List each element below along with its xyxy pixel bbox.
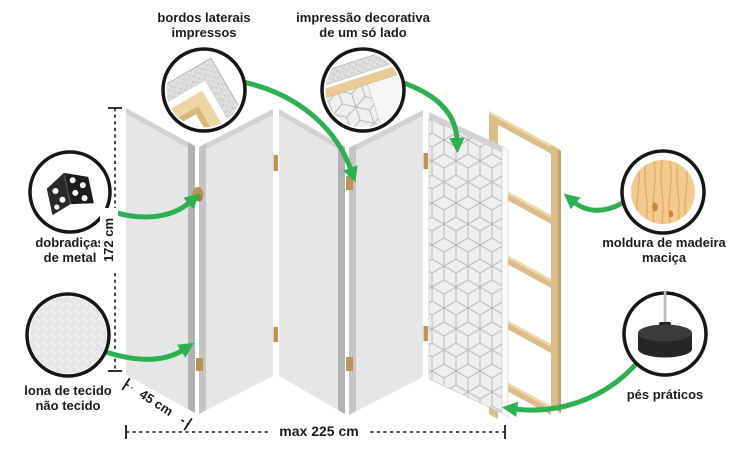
panel-4 (349, 110, 423, 415)
label-hinges-line1: dobradiças (35, 235, 105, 250)
label-feet-line1: pés práticos (626, 387, 704, 402)
hinge-icon (46, 172, 94, 216)
label-wood-frame: moldura de madeira maciça (578, 235, 750, 266)
callout-hinges-circle (28, 150, 112, 234)
fabric-texture-icon (29, 296, 107, 374)
dimension-max-width: max 225 cm (268, 423, 370, 440)
callout-arrows (99, 79, 640, 417)
callout-decor-print-circle (320, 47, 406, 133)
label-printed-edges-line1: bordos laterais (157, 10, 251, 25)
label-canvas: lona de tecido não tecido (2, 383, 134, 414)
label-decor-print-line1: impressão decorativa (296, 10, 430, 25)
arrow-canvas (103, 342, 195, 362)
dimension-height: 172 cm (100, 208, 118, 272)
label-decor-print: impressão decorativa de um só lado (283, 10, 443, 41)
label-wood-frame-line2: maciça (641, 250, 687, 266)
label-canvas-line2: não tecido (35, 398, 101, 414)
arrow-feet (501, 360, 640, 417)
label-feet: pés práticos (595, 387, 735, 402)
wood-texture-icon (631, 160, 695, 224)
arrow-printed-edges (240, 79, 358, 183)
patterned-panel (428, 112, 509, 418)
foot-icon (638, 291, 692, 358)
label-wood-frame-line1: moldura de madeira (602, 235, 726, 250)
panel-1 (126, 108, 195, 413)
arrow-decor-print (398, 79, 465, 154)
arrow-wood-frame (563, 193, 627, 213)
label-decor-print-line2: de um só lado (319, 25, 407, 41)
label-hinges-line2: de metal (43, 250, 97, 266)
panel-3 (279, 109, 345, 414)
folding-screen (126, 108, 509, 418)
label-printed-edges: bordos laterais impressos (128, 10, 280, 41)
callout-canvas-circle (25, 292, 111, 378)
callout-wood-frame-circle (620, 149, 706, 235)
wood-frame (489, 111, 561, 419)
panel-2 (199, 109, 273, 414)
label-printed-edges-line2: impressos (171, 25, 237, 41)
label-canvas-line1: lona de tecido (24, 383, 112, 398)
label-hinges: dobradiças de metal (4, 235, 136, 266)
callout-feet-circle (622, 291, 708, 377)
